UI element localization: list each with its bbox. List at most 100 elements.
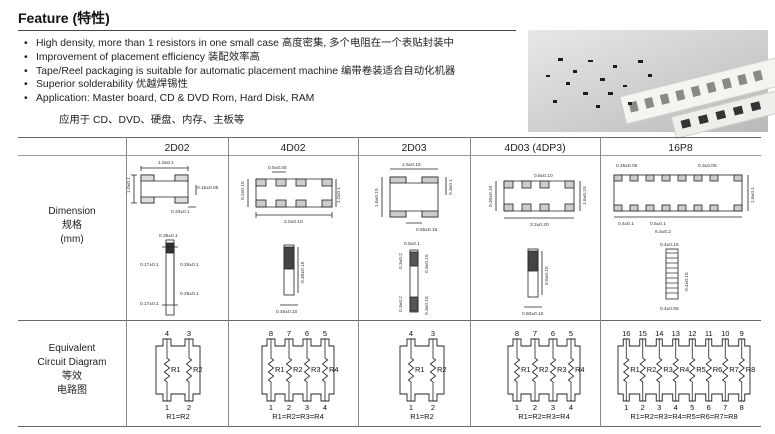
column-header-4d03: 4D03 (4DP3) <box>504 142 566 154</box>
resistor-symbol <box>721 339 729 401</box>
column-divider <box>228 137 229 427</box>
dim-2d03-right: 0.3±0.1 <box>448 179 454 195</box>
dim-16p8-b1: 0.4±0.1 <box>618 221 634 227</box>
pin-number-top: 7 <box>287 329 291 338</box>
dim-16p8-b2: 0.5±0.1 <box>650 221 666 227</box>
dim-2d02-length: 1.0±0.1 <box>158 160 174 166</box>
dim-2d02-height: 1.0±0.1 <box>126 177 132 193</box>
chip-outline <box>261 338 335 402</box>
dim-4d02-length: 2.0±0.10 <box>284 219 303 225</box>
pin-number-bottom: 7 <box>723 403 727 412</box>
resistor-label: R1 <box>521 365 531 374</box>
dim-16p8-length: 6.4±0.2 <box>655 229 671 235</box>
pin-number-top: 6 <box>305 329 309 338</box>
pin-number-top: 6 <box>551 329 555 338</box>
pin-number-top: 8 <box>515 329 519 338</box>
circuit-row-label: Equivalent Circuit Diagram 等效 电路图 <box>18 342 126 398</box>
pin-number-bottom: 4 <box>323 403 327 412</box>
pin-number-top: 10 <box>721 329 729 338</box>
resistor-symbol <box>688 339 696 401</box>
pin-number-bottom: 2 <box>533 403 537 412</box>
resistor-label: R1 <box>171 365 181 374</box>
dim-2d02-bottom: 0.33±0.1 <box>171 209 190 215</box>
resistor-symbol <box>567 339 575 401</box>
circuit-label-zh-2: 电路图 <box>57 385 87 396</box>
dim-16p8-side-top: 0.4±0.15 <box>660 242 679 248</box>
pin-number-bottom: 2 <box>187 403 191 412</box>
pin-number-bottom: 1 <box>624 403 628 412</box>
resistor-symbol <box>639 339 647 401</box>
resistor-label: R2 <box>193 365 203 374</box>
dimension-drawing-16p8: 0.45±0.05 0.3±0.05 1.6±0.1 0.4±0.1 0.5±0… <box>613 163 756 312</box>
circuit-diagram-16p8: R1161R2152R3143R4134R5125R6116R7107R898R… <box>617 329 755 421</box>
table-row-divider <box>18 320 761 321</box>
dim-2d03-bottom: 0.65±0.15 <box>416 227 438 233</box>
pin-number-top: 3 <box>431 329 435 338</box>
pin-number-top: 8 <box>269 329 273 338</box>
dim-16p8-left: 0.45±0.05 <box>616 163 638 169</box>
resistor-symbol <box>655 339 663 401</box>
resistor-label: R2 <box>437 365 447 374</box>
feature-item: Application: Master board, CD & DVD Rom,… <box>24 92 455 106</box>
column-divider <box>600 137 601 427</box>
pin-number-bottom: 3 <box>551 403 555 412</box>
resistor-equation: R1=R2=R3=R4 <box>518 412 570 421</box>
pin-number-bottom: 8 <box>740 403 744 412</box>
chip-outline <box>617 338 751 402</box>
pin-number-top: 5 <box>323 329 327 338</box>
product-photo <box>528 30 775 139</box>
dim-16p8-side-mid: 0.4±0.15 <box>684 272 690 291</box>
pin-number-bottom: 1 <box>515 403 519 412</box>
resistor-symbol <box>738 339 746 401</box>
column-divider <box>470 137 471 427</box>
resistor-symbol <box>513 339 521 401</box>
pin-number-bottom: 2 <box>431 403 435 412</box>
dim-4d02-height: 0.2±0.15 <box>240 181 246 200</box>
resistor-symbol <box>163 339 171 401</box>
resistor-label: R4 <box>329 365 339 374</box>
resistor-label: R5 <box>696 365 706 374</box>
table-bottom-rule <box>18 426 761 427</box>
feature-item: Superior solderability 优越焊锡性 <box>24 78 455 92</box>
dim-4d03-height: 0.30±0.10 <box>488 185 494 207</box>
dim-16p8-pitch: 0.3±0.05 <box>698 163 717 169</box>
pin-number-top: 4 <box>409 329 413 338</box>
pin-number-bottom: 2 <box>641 403 645 412</box>
chip-outline <box>507 338 581 402</box>
resistor-label: R3 <box>311 365 321 374</box>
resistor-label: R7 <box>729 365 739 374</box>
dim-2d03-side-left1: 0.3±0.2 <box>398 253 404 269</box>
resistor-label: R2 <box>647 365 657 374</box>
resistor-label: R4 <box>575 365 585 374</box>
dimension-drawing-4d02: 0.5±0.05 0.2±0.15 1.0±0.1 2.0±0.10 0.30±… <box>240 165 342 315</box>
circuit-label-en-2: Circuit Diagram <box>37 357 107 368</box>
resistor-symbol <box>321 339 329 401</box>
dim-2d03-height: 1.6±0.15 <box>374 188 380 207</box>
dim-4d02-side-bottom: 0.45±0.10 <box>276 309 298 315</box>
pin-number-top: 4 <box>165 329 169 338</box>
dimension-label-en: Dimension <box>48 206 96 217</box>
circuit-label-zh-1: 等效 <box>62 371 82 382</box>
resistor-label: R4 <box>680 365 690 374</box>
column-header-16p8: 16P8 <box>668 142 693 154</box>
table-top-rule <box>18 137 761 138</box>
dimension-drawing-2d03: 1.6±0.15 1.6±0.15 0.3±0.1 0.65±0.15 0.5±… <box>374 162 454 315</box>
resistor-symbol <box>185 339 193 401</box>
spec-table: 2D02 4D02 2D03 4D03 (4DP3) 16P8 Dimensio… <box>18 137 761 427</box>
resistor-label: R1 <box>630 365 640 374</box>
chip-outline <box>155 338 201 402</box>
dim-4d03-right: 1.6±0.15 <box>582 186 588 205</box>
dim-2d03-side-right2: 0.3±0.15 <box>424 296 430 315</box>
pin-number-bottom: 1 <box>409 403 413 412</box>
column-header-2d03: 2D03 <box>401 142 427 154</box>
resistor-symbol <box>549 339 557 401</box>
resistor-equation: R1=R2 <box>166 412 190 421</box>
pin-number-bottom: 3 <box>657 403 661 412</box>
resistor-symbol <box>429 339 437 401</box>
resistor-label: R1 <box>275 365 285 374</box>
dimension-row-label: Dimension 规格 (mm) <box>18 205 126 247</box>
resistor-symbol <box>705 339 713 401</box>
